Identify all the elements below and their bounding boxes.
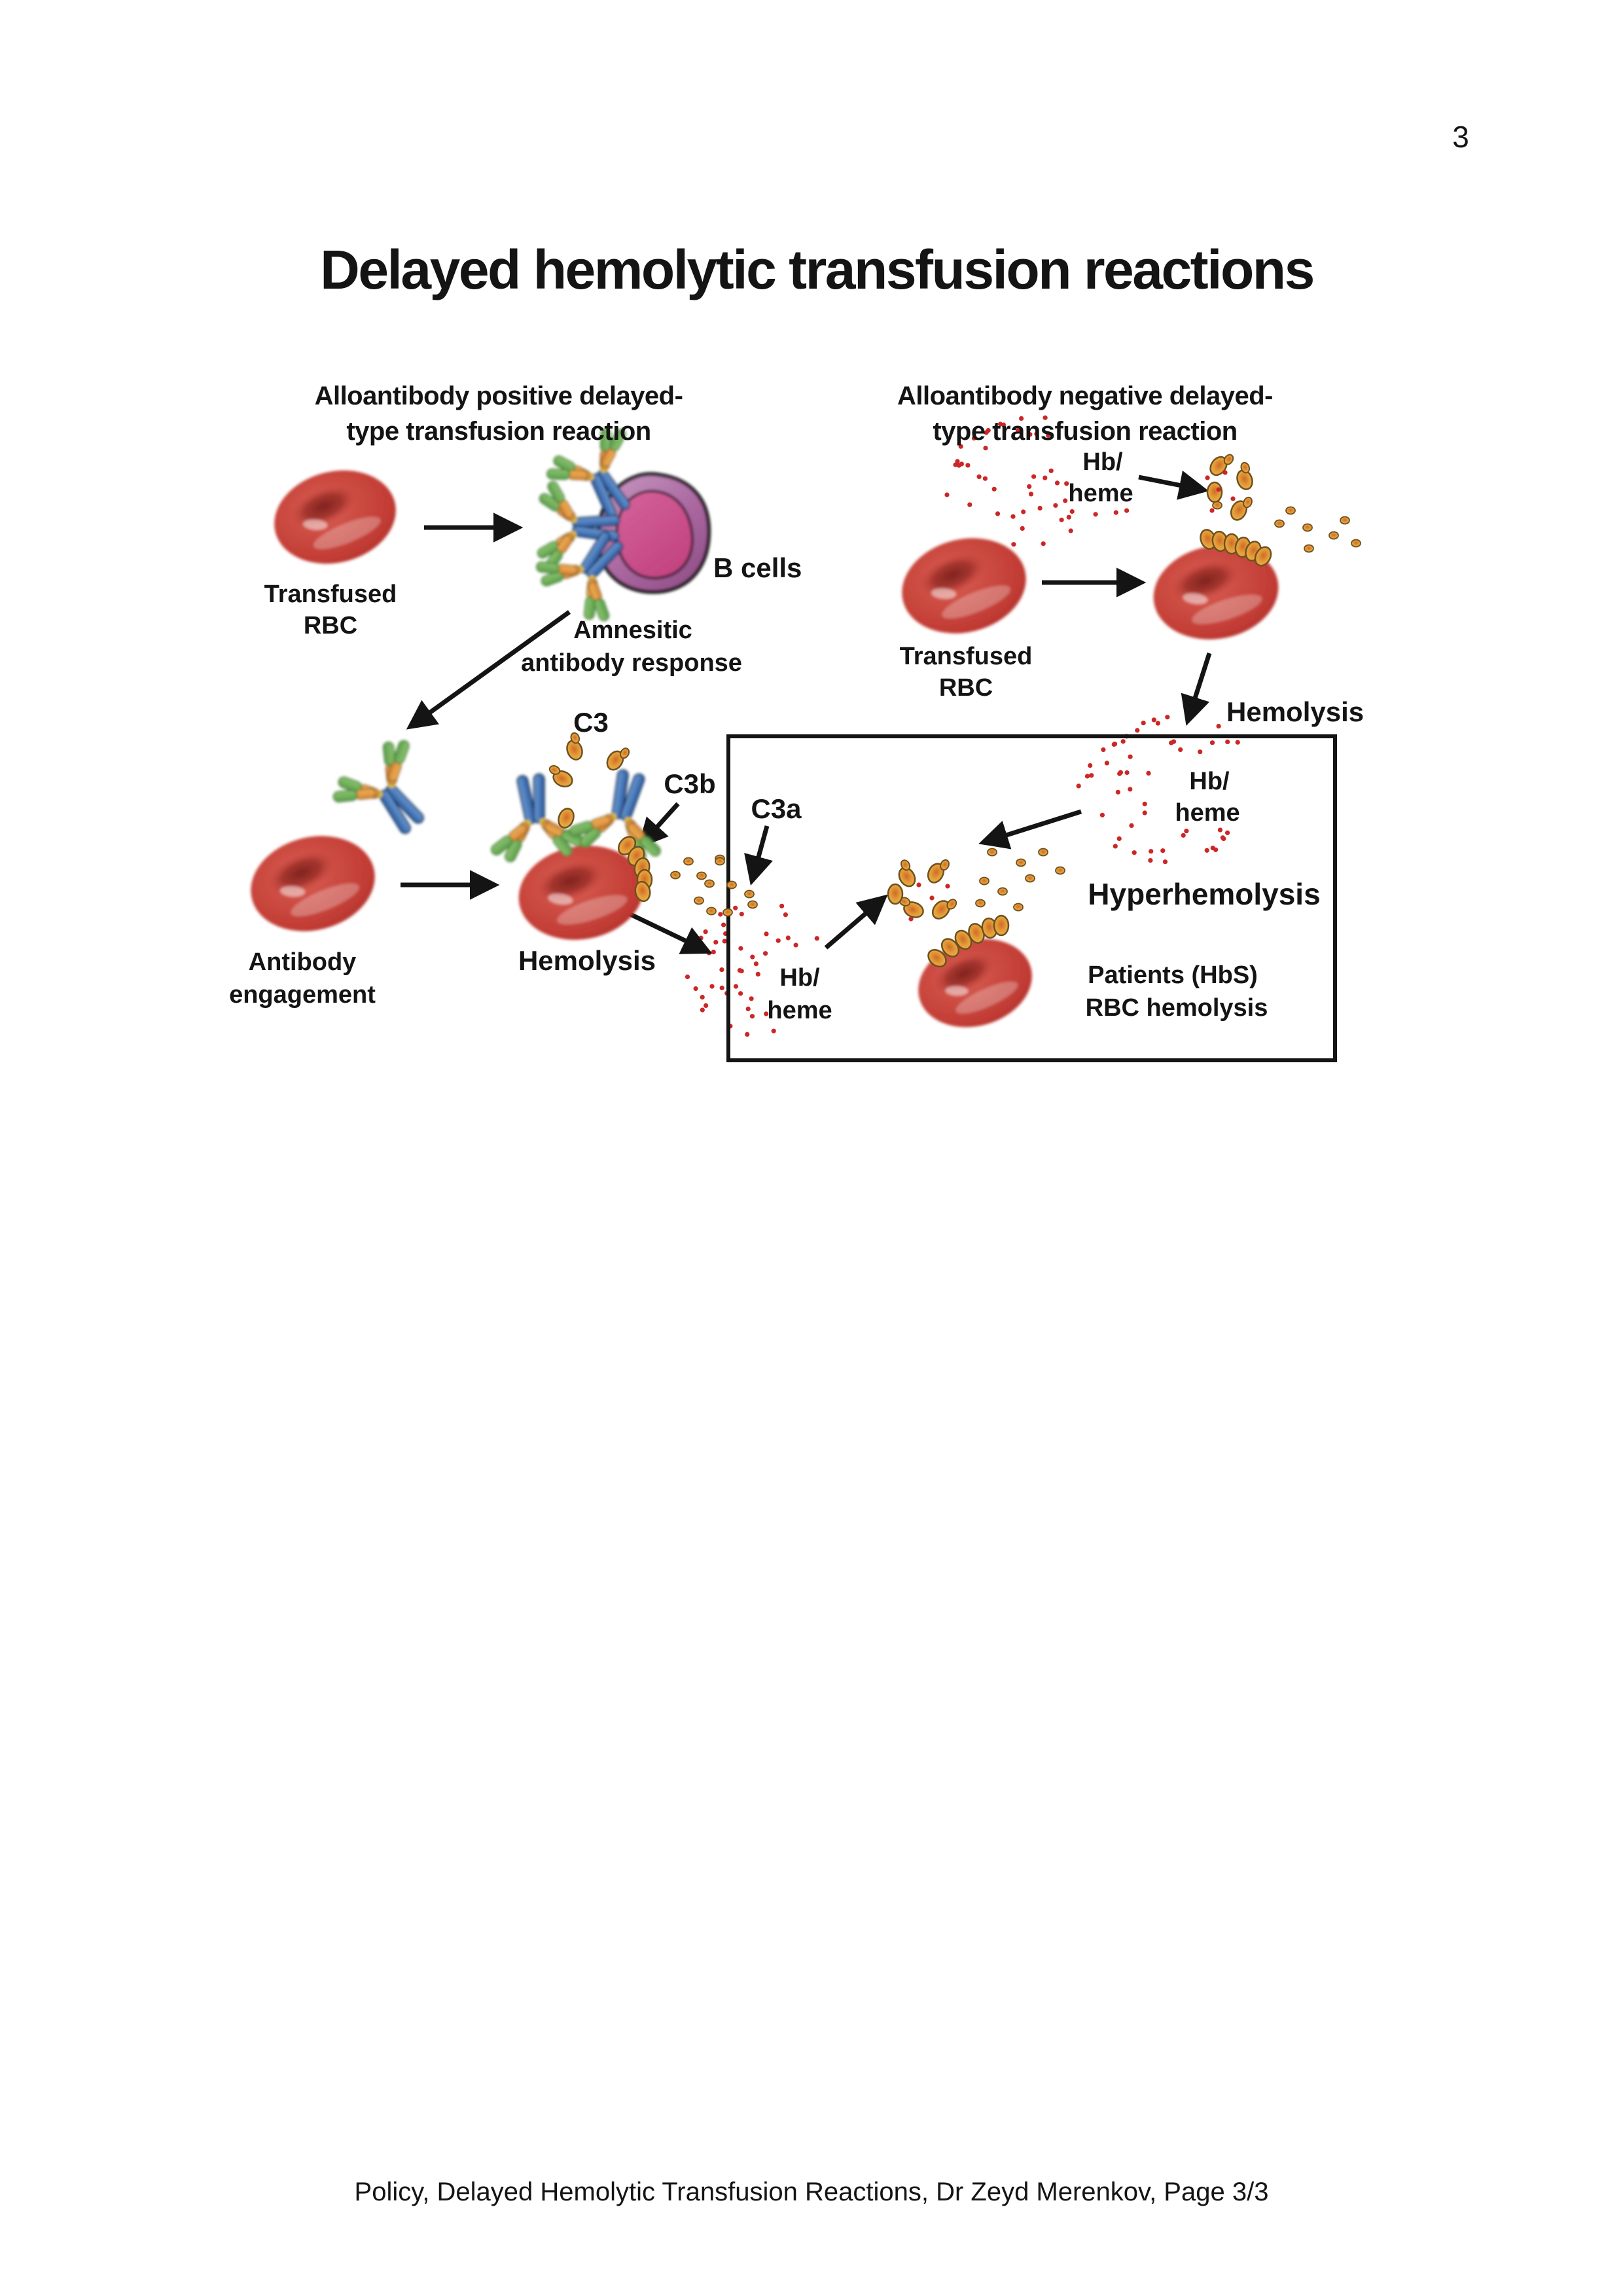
label-hb-heme-box-left-line1: Hb/ [779,964,820,992]
rbc-patient-hbs [908,925,1043,1041]
label-hb-heme-box-left-line2: heme [767,997,832,1024]
label-amnesitic-line1: Amnesitic [573,617,692,644]
label-transfused-rbc-left-line1: Transfused [264,581,397,608]
label-transfused-rbc-right-line2: RBC [939,674,993,702]
right-panel-title-line1: Alloantibody negative delayed- [897,382,1273,410]
label-antibody-engagement-line2: engagement [229,981,376,1009]
label-hb-heme-box-top-line1: Hb/ [1189,768,1230,795]
label-transfused-rbc-right-line1: Transfused [900,643,1033,670]
label-antibody-engagement-line1: Antibody [249,948,357,976]
label-c3: C3 [573,707,609,738]
complement-heme-particles [544,447,1361,971]
rbc-antibody-engagement [240,823,385,944]
hyperhemolysis-box [726,734,1337,1062]
label-hb-heme-right-line1: Hb/ [1082,448,1123,476]
label-hb-heme-box-top-line2: heme [1175,799,1240,827]
label-c3a: C3a [751,793,802,824]
label-transfused-rbc-left-line2: RBC [304,612,357,639]
label-amnesitic-line2: antibody response [521,649,742,677]
cell-illustrations [240,418,1286,1041]
label-b-cells: B cells [713,552,802,583]
page-title: Delayed hemolytic transfusion reactions [320,239,1313,300]
label-hemolysis-left: Hemolysis [518,945,656,976]
page-number: 3 [1452,120,1469,154]
antibody-free [324,730,454,857]
label-hyperhemolysis: Hyperhemolysis [1088,877,1320,911]
label-hemolysis-right: Hemolysis [1226,696,1364,727]
label-c3b: C3b [664,768,715,799]
page-footer: Policy, Delayed Hemolytic Transfusion Re… [355,2178,1269,2206]
figure-labels: 3 Delayed hemolytic transfusion reaction… [229,120,1469,2206]
label-patients-line2: RBC hemolysis [1086,994,1268,1022]
rbc-transfused-left [264,457,406,577]
flow-arrows [401,471,1212,954]
label-patients-line1: Patients (HbS) [1088,961,1258,989]
right-panel-title-line2: type transfusion reaction [933,417,1237,446]
label-hb-heme-right-line2: heme [1068,480,1133,507]
left-panel-title-line1: Alloantibody positive delayed- [315,382,683,410]
left-panel-title-line2: type transfusion reaction [346,417,651,446]
